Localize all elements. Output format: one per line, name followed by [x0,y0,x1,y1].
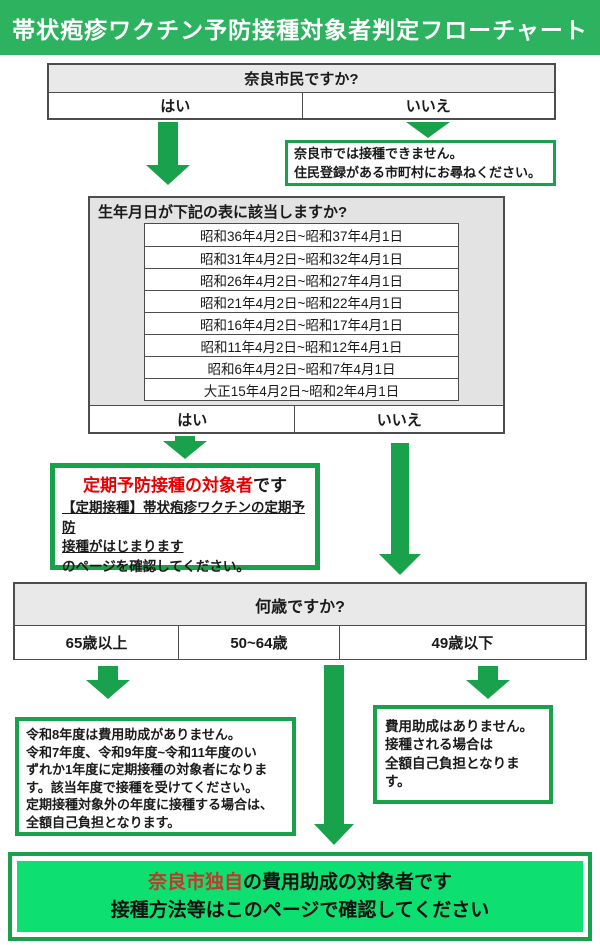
question-nara-citizen: 奈良市民ですか? [49,65,554,93]
info-line: 令和8年度は費用助成がありません。 [26,727,241,742]
arrow-down-icon [379,443,421,578]
result-title: 定期予防接種の対象者です [83,476,287,495]
routine-vaccination-link[interactable]: 接種がはじまります [62,539,184,555]
result-line: 奈良市独自の費用助成の対象者です [147,871,453,893]
result-city-emphasis: 奈良市独自 [147,871,243,893]
answer-age-49minus: 49歳以下 [338,626,585,659]
message-not-nara-citizen: 奈良市では接種できません。 住民登録がある市町村にお尋ねください。 [285,140,556,186]
question-birthdate: 生年月日が下記の表に該当しますか? [98,204,348,221]
answer-q2-no: いいえ [294,406,503,432]
result-page-link[interactable]: 接種方法等はこのページで確認してください [110,899,490,921]
birthdate-row: 大正15年4月2日~昭和2年4月1日 [145,378,458,400]
arrow-down-icon [146,122,190,188]
info-line: ずれか1年度に定期接種の対象者になりま [26,762,268,778]
arrow-down-icon [163,436,207,462]
arrow-down-icon [86,666,130,702]
birthdate-row: 昭和16年4月2日~昭和17年4月1日 [145,312,458,334]
info-box-65plus: 令和8年度は費用助成がありません。 令和7年度、令和9年度~令和11年度のい ず… [15,717,296,836]
result-title-emphasis: 定期予防接種の対象者 [83,476,253,495]
question-box-birthdate: 生年月日が下記の表に該当しますか? 昭和36年4月2日~昭和37年4月1日 昭和… [88,196,505,434]
result-routine-vaccination: 定期予防接種の対象者です 【定期接種】帯状疱疹ワクチンの定期予防 接種がはじまり… [50,463,320,574]
birthdate-table: 昭和36年4月2日~昭和37年4月1日 昭和31年4月2日~昭和32年4月1日 … [144,223,459,401]
message-line: 住民登録がある市町村にお尋ねください。 [294,164,542,180]
info-line: 全額自己負担となります。 [385,755,520,790]
arrow-down-icon [406,122,450,141]
result-city-subsidy: 奈良市独自の費用助成の対象者です 接種方法等はこのページで確認してください [8,852,592,941]
birthdate-row: 昭和26年4月2日~昭和27年4月1日 [145,268,458,290]
answer-age-50-64: 50~64歳 [178,626,339,659]
answer-q1-no: いいえ [301,93,555,118]
birthdate-row: 昭和36年4月2日~昭和37年4月1日 [145,224,458,246]
birthdate-row: 昭和11年4月2日~昭和12年4月1日 [145,334,458,356]
question-box-age: 何歳ですか? 65歳以上 50~64歳 49歳以下 [13,582,587,660]
info-line: 令和7年度、令和9年度~令和11年度のい [26,744,257,760]
answer-q1-yes: はい [160,98,191,115]
page-title: 帯状疱疹ワクチン予防接種対象者判定フローチャート [0,0,600,55]
question-age: 何歳ですか? [15,584,585,626]
info-line: 定期接種対象外の年度に接種する場合は、 [26,797,274,813]
answer-age-65plus: 65歳以上 [65,635,128,652]
birthdate-row: 昭和31年4月2日~昭和32年4月1日 [145,246,458,268]
birthdate-row: 昭和6年4月2日~昭和7年4月1日 [145,356,458,378]
question-box-nara-citizen: 奈良市民ですか? はい いいえ [47,63,556,120]
message-line: 奈良市では接種できません。 [294,146,463,161]
info-line: 全額自己負担となります。 [26,814,181,830]
birthdate-row: 昭和21年4月2日~昭和22年4月1日 [145,290,458,312]
arrow-down-icon [314,665,354,848]
routine-vaccination-link[interactable]: 【定期接種】帯状疱疹ワクチンの定期予防 [62,500,305,535]
info-line: 接種される場合は [385,737,493,752]
arrow-down-icon [466,666,510,702]
info-line: 費用助成はありません。 [385,718,534,734]
result-note: のページを確認してください。 [62,558,250,574]
info-line: す。該当年度で接種を受けてください。 [26,779,259,795]
answer-q2-yes: はい [177,411,208,429]
info-box-49minus: 費用助成はありません。 接種される場合は 全額自己負担となります。 [373,705,553,804]
